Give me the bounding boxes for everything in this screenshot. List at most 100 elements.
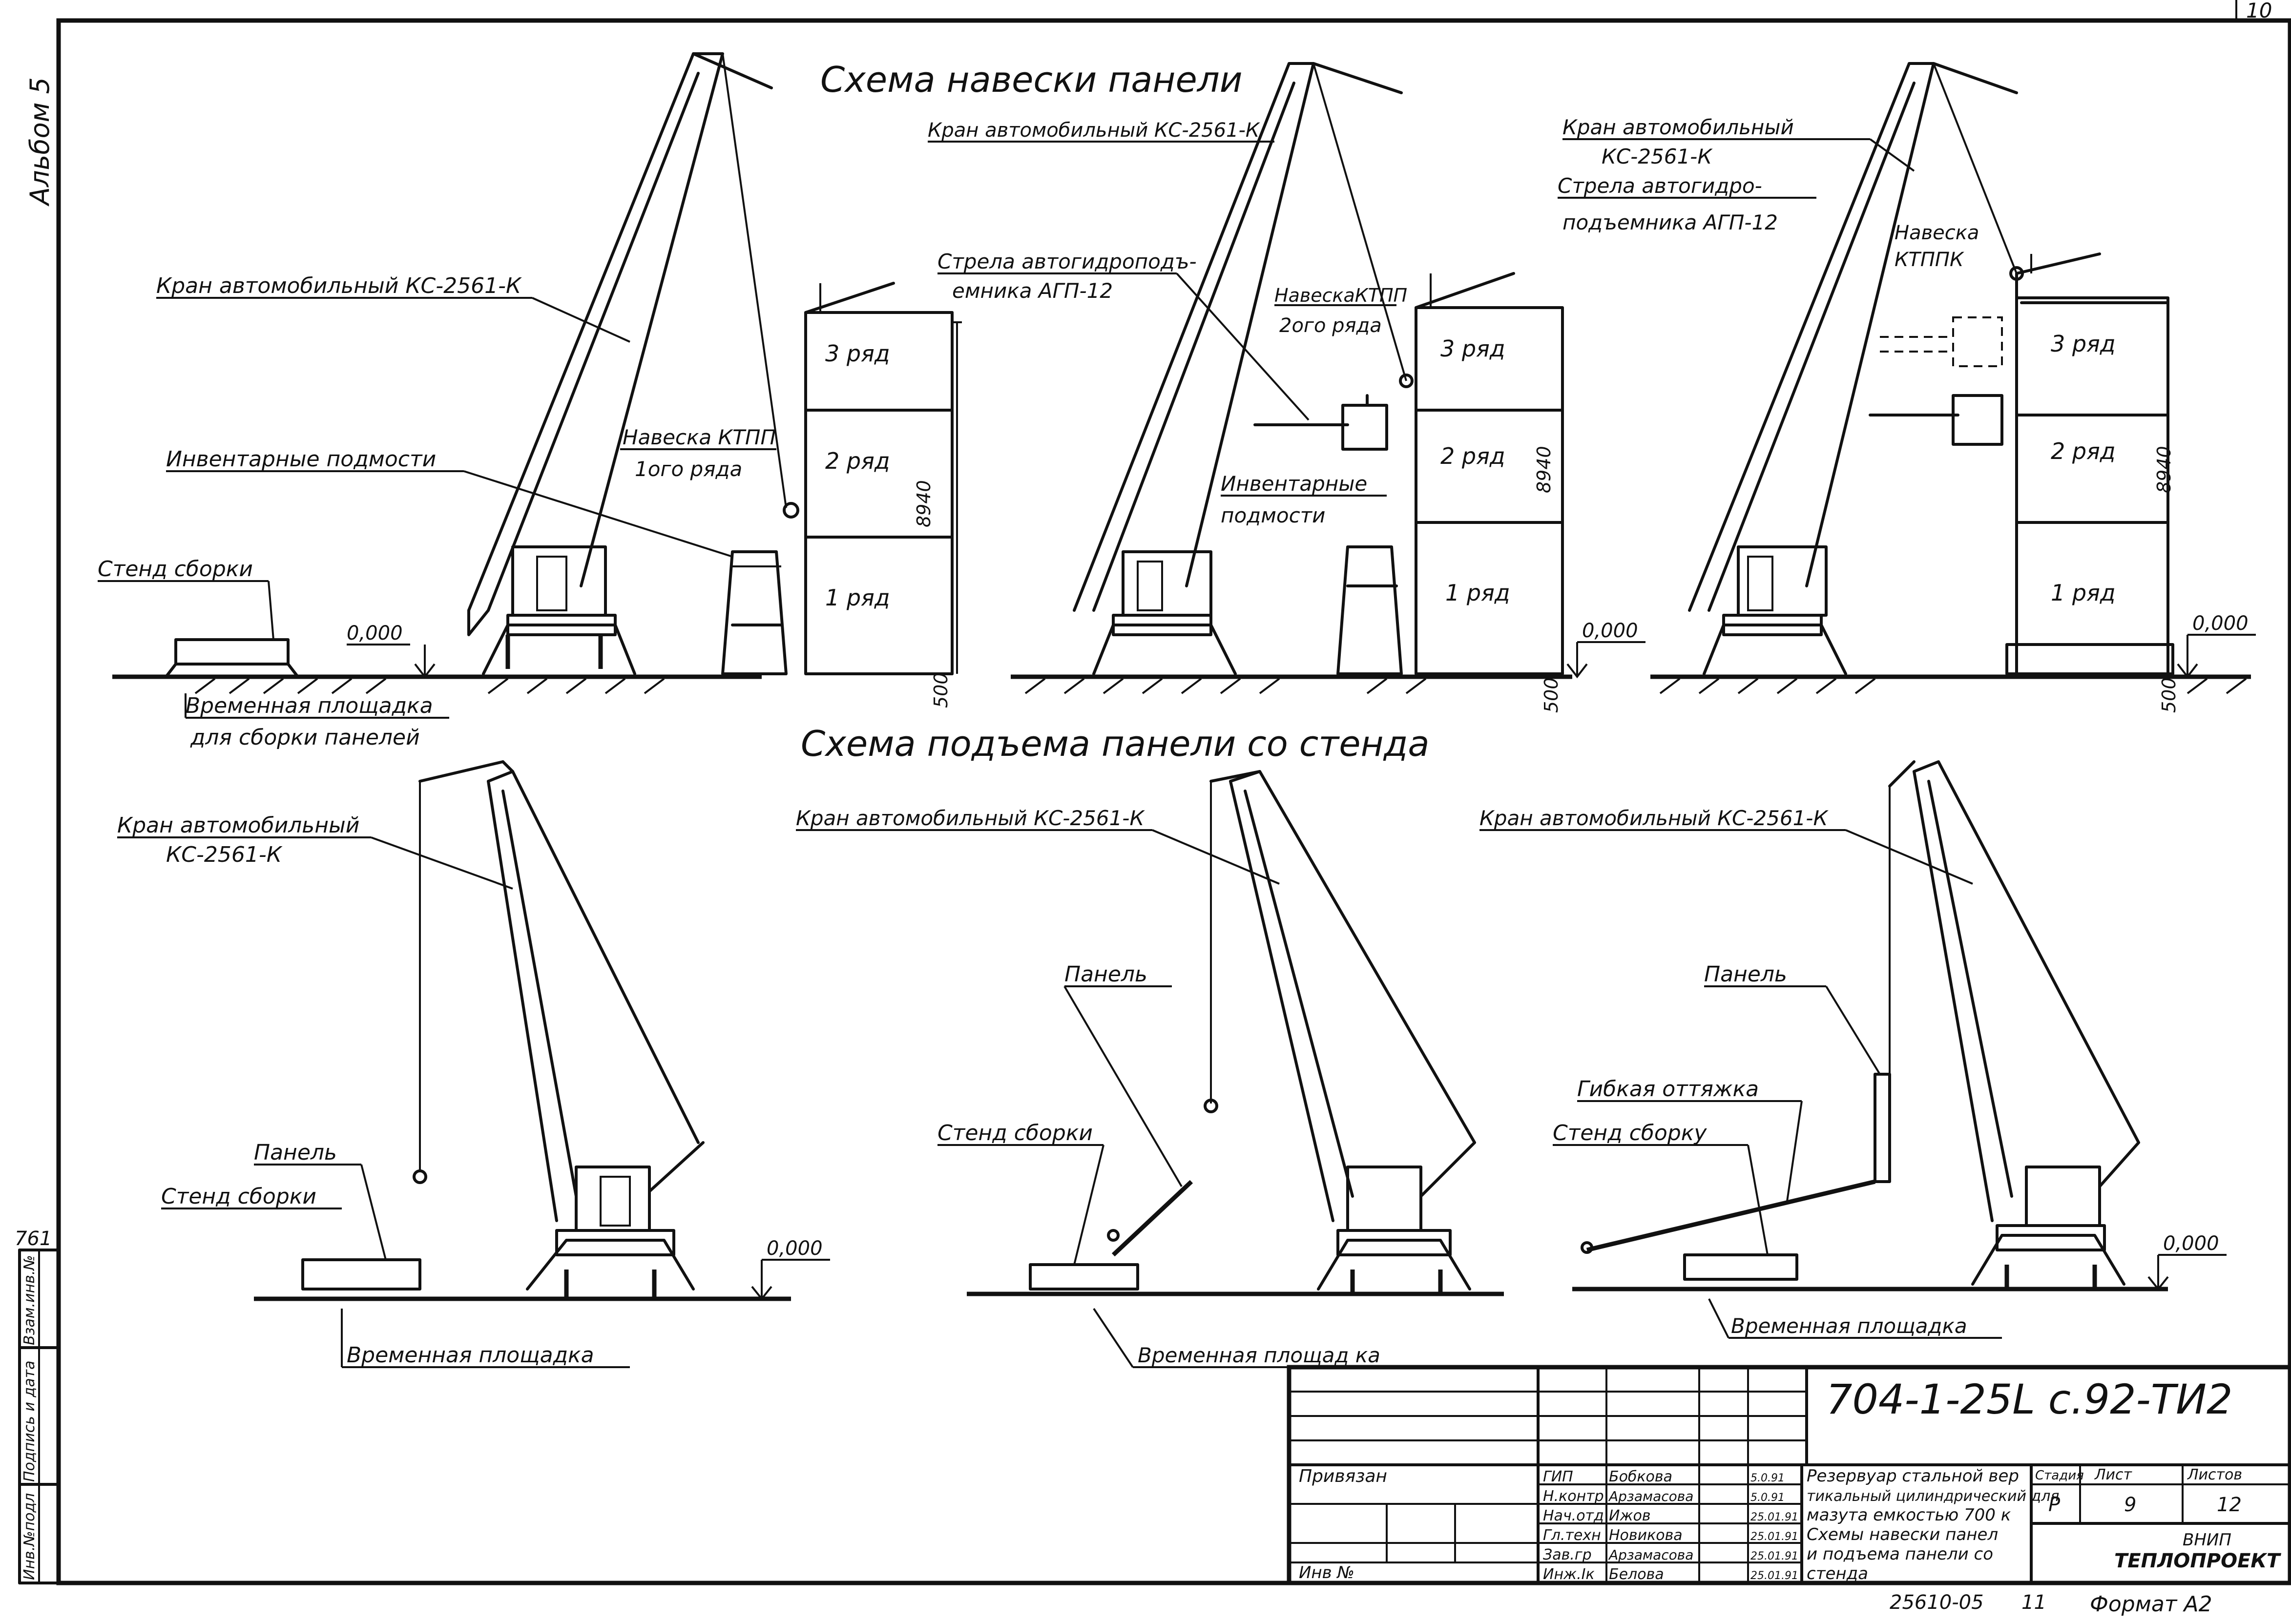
description-line: стенда: [1807, 1564, 1868, 1583]
inventory-label: Инв №: [1299, 1563, 1354, 1582]
section-title-bottom: Схема подъема панели со стенда: [801, 723, 1430, 764]
level-zero: 0,000: [2163, 1232, 2219, 1255]
strip-label-inventory: Инв.№подл: [21, 1493, 38, 1580]
label-guy-line: Гибкая оттяжка: [1577, 1077, 1759, 1102]
sheet-value: 9: [2124, 1494, 2136, 1516]
crane-2: [1011, 62, 1572, 694]
row-label: 2 ряд: [1440, 443, 1505, 469]
label-platform: Временная площад ка: [1138, 1343, 1380, 1367]
section-title-top: Схема навески панели: [820, 59, 1243, 100]
label-scaffolds-2: подмости: [1221, 503, 1325, 527]
strip-label-replacement: Взам.инв.№: [21, 1255, 38, 1345]
left-strip: [18, 1249, 60, 1584]
staff-role: Н.контр: [1543, 1488, 1604, 1505]
staff-role: Гл.техн: [1543, 1527, 1601, 1544]
label-hanging-row: 2ого ряда: [1279, 314, 1382, 337]
dimension-height: 8940: [1533, 446, 1555, 493]
label-scaffolds: Инвентарные: [1221, 472, 1367, 496]
album-label: Альбом 5: [24, 77, 55, 207]
label-hanging: Навеска КТПП: [623, 425, 776, 449]
title-block: [1287, 1365, 2291, 1585]
description-line: и подъема панели со: [1807, 1544, 1993, 1564]
crane-4: [254, 760, 791, 1301]
row-label: 3 ряд: [1440, 335, 1505, 362]
dimension-base: 500: [930, 672, 952, 708]
label-panel: Панель: [254, 1140, 337, 1165]
label-crane: Кран автомобильный КС-2561-К: [796, 806, 1145, 830]
staff-date: 25.01.91: [1750, 1511, 1798, 1523]
label-crane: Кран автомобильный: [1562, 115, 1794, 139]
page-number: 10: [2246, 0, 2272, 22]
staff-date: 25.01.91: [1750, 1550, 1798, 1562]
sheets-value: 12: [2217, 1494, 2242, 1516]
label-stand: Стенд сборки: [161, 1184, 316, 1209]
dimension-height: 8940: [2153, 446, 2175, 493]
description-line: тикальный цилиндрический для: [1807, 1488, 2059, 1505]
staff-name: Ижов: [1609, 1507, 1651, 1524]
strip-label-signature: Подпись и дата: [21, 1361, 38, 1482]
crane-6: [1572, 760, 2168, 1291]
description-line: Резервуар стальной вер: [1807, 1466, 2019, 1486]
stage-header: Стадия: [2035, 1468, 2084, 1483]
label-hanging-row: 1ого ряда: [635, 457, 742, 481]
label-crane-model: КС-2561-К: [1602, 145, 1713, 168]
crane-5: [967, 770, 1504, 1296]
inventory-code: 25610-05: [1890, 1591, 1984, 1614]
label-platform-purpose: для сборки панелей: [190, 725, 420, 750]
row-label: 2 ряд: [825, 448, 890, 474]
label-scaffolds: Инвентарные подмости: [166, 447, 436, 472]
tank-wall-1: [804, 282, 962, 675]
label-panel: Панель: [1064, 962, 1147, 987]
staff-name: Арзамасова: [1608, 1547, 1693, 1563]
staff-role: Зав.гр: [1543, 1546, 1592, 1563]
level-zero: 0,000: [1582, 620, 1638, 642]
label-boom: Стрела автогидро-: [1558, 174, 1762, 198]
label-hanging: Навеска: [1895, 222, 1979, 244]
format-label: Формат А2: [2090, 1592, 2212, 1617]
label-boom-model: емника АГП-12: [952, 279, 1113, 303]
description-line: мазута емкостью 700 к: [1807, 1505, 2011, 1525]
staff-role: ГИП: [1543, 1468, 1573, 1485]
label-stand: Стенд сборку: [1553, 1121, 1707, 1145]
label-boom-model: подъемника АГП-12: [1562, 210, 1778, 234]
dimension-base: 500: [2158, 677, 2180, 713]
level-zero: 0,000: [347, 622, 403, 645]
label-crane-model: КС-2561-К: [166, 842, 283, 867]
row-label: 1 ряд: [825, 584, 890, 611]
staff-date: 5.0.91: [1750, 1472, 1785, 1484]
organization-name: ТЕПЛОПРОЕКТ: [2114, 1550, 2281, 1572]
label-crane: Кран автомобильный: [117, 813, 359, 838]
staff-name: Арзамасова: [1608, 1488, 1693, 1504]
label-hanging-type: КТППК: [1895, 249, 1964, 271]
description-line: Схемы навески панел: [1807, 1525, 1998, 1544]
label-crane: Кран автомобильный КС-2561-К: [928, 119, 1260, 142]
label-boom: Стрела автогидроподъ-: [937, 250, 1197, 273]
side-number: 761: [15, 1228, 52, 1250]
label-stand: Стенд сборки: [937, 1121, 1093, 1145]
drawing-frame: [56, 0, 2291, 1585]
row-label: 3 ряд: [2051, 331, 2116, 357]
row-label: 1 ряд: [2051, 580, 2116, 606]
staff-name: Бобкова: [1609, 1468, 1672, 1485]
staff-role: Инж.Iк: [1543, 1566, 1595, 1583]
level-zero: 0,000: [2192, 612, 2249, 635]
sheet-header: Лист: [2094, 1466, 2133, 1483]
row-label: 2 ряд: [2051, 438, 2116, 464]
label-crane: Кран автомобильный КС-2561-К: [1479, 806, 1829, 830]
organization-short: ВНИП: [2183, 1530, 2231, 1550]
doc-code: 704-1-25L с.92-ТИ2: [1826, 1375, 2232, 1423]
dimension-base: 500: [1541, 677, 1562, 713]
staff-date: 25.01.91: [1750, 1570, 1798, 1582]
level-zero: 0,000: [767, 1237, 823, 1260]
label-crane: Кран автомобильный КС-2561-К: [156, 273, 522, 298]
label-platform: Временная площадка: [347, 1343, 594, 1368]
label-platform: Временная площадка: [1731, 1314, 1967, 1338]
row-label: 3 ряд: [825, 340, 890, 367]
privyazan-label: Привязан: [1299, 1466, 1387, 1486]
crane-1: [112, 52, 799, 694]
staff-date: 5.0.91: [1750, 1492, 1785, 1504]
label-panel: Панель: [1704, 962, 1787, 987]
staff-name: Белова: [1609, 1566, 1664, 1583]
crane-3: [1650, 62, 2251, 694]
